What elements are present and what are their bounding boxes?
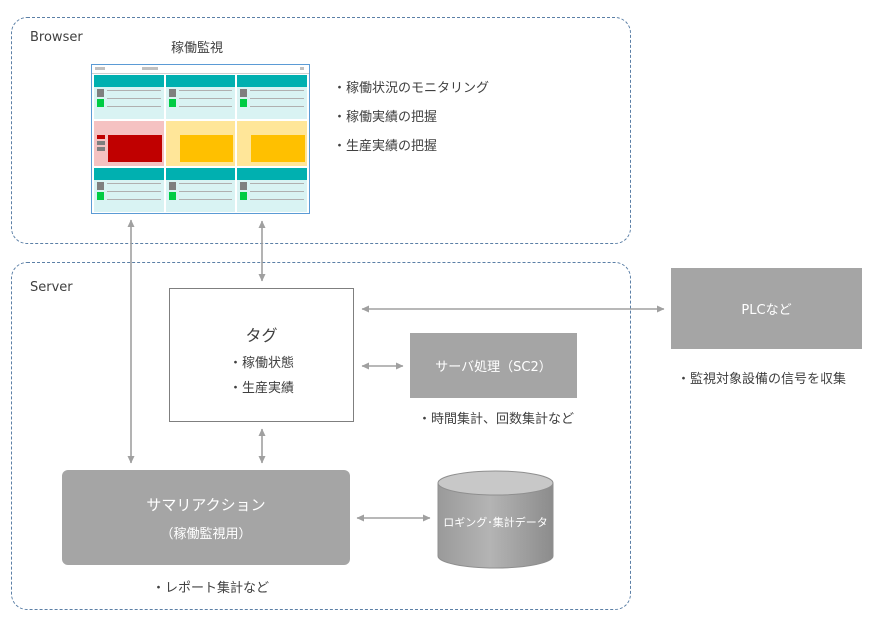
browser-region <box>11 17 631 244</box>
dashboard-panel <box>237 75 307 120</box>
dashboard-panel-alarm <box>94 121 164 166</box>
summary-action-box: サマリアクション （稼働監視用） <box>62 470 350 565</box>
server-process-label: サーバ処理（SC2） <box>435 360 552 375</box>
plc-note: ・監視対象設備の信号を収集 <box>677 372 847 387</box>
server-process-note: ・時間集計、回数集計など <box>418 412 575 427</box>
server-label: Server <box>30 280 73 295</box>
browser-bullet-production-results: ・生産実績の把握 <box>333 139 438 154</box>
tag-item-operation-state: ・稼働状態 <box>228 356 294 371</box>
browser-bullet-monitoring: ・稼働状況のモニタリング <box>333 81 490 96</box>
dashboard-thumbnail <box>91 64 310 214</box>
dashboard-panel <box>165 75 236 120</box>
dashboard-panel <box>237 167 307 212</box>
logging-database-icon <box>437 470 554 569</box>
browser-bullet-operation-results: ・稼働実績の把握 <box>333 110 438 125</box>
dashboard-panel <box>94 75 164 120</box>
plc-label: PLCなど <box>741 303 792 318</box>
server-region <box>11 262 631 610</box>
summary-action-note: ・レポート集計など <box>152 581 270 596</box>
thumbnail-toolbar <box>92 65 309 74</box>
summary-action-title: サマリアクション <box>146 495 266 514</box>
dashboard-panel <box>165 167 236 212</box>
tag-item-production-results: ・生産実績 <box>228 381 294 396</box>
summary-action-subtitle: （稼働監視用） <box>160 526 252 542</box>
dashboard-panel-warning <box>237 121 307 166</box>
dashboard-panel <box>94 167 164 212</box>
tag-title: タグ <box>245 326 278 345</box>
browser-screen-title: 稼働監視 <box>171 41 224 56</box>
database-label: ロギング･集計データ <box>443 516 548 529</box>
plc-box: PLCなど <box>671 268 862 349</box>
tag-box: タグ ・稼働状態 ・生産実績 <box>169 288 354 422</box>
server-process-box: サーバ処理（SC2） <box>410 333 577 398</box>
dashboard-panel-warning <box>165 121 236 166</box>
browser-label: Browser <box>30 30 83 45</box>
